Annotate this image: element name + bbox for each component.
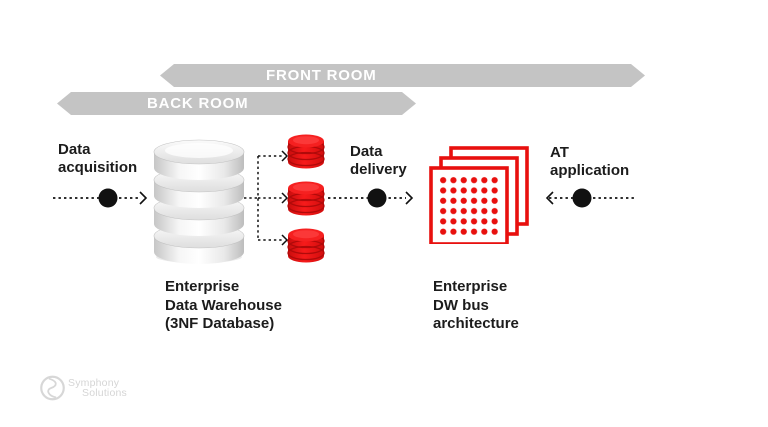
dw-bus-grid-icon bbox=[429, 146, 529, 244]
data-delivery-arrow bbox=[328, 188, 414, 208]
symphony-solutions-logo-icon bbox=[40, 375, 65, 401]
data-mart-icon-top bbox=[287, 133, 325, 170]
edw-caption: Enterprise Data Warehouse (3NF Database) bbox=[165, 278, 282, 332]
data-acquisition-arrow bbox=[53, 188, 148, 208]
flow-node-dot bbox=[98, 188, 118, 208]
data-delivery-label: Data delivery bbox=[350, 143, 407, 178]
enterprise-dw-database-icon bbox=[153, 139, 245, 264]
data-acquisition-label: Data acquisition bbox=[58, 141, 138, 176]
distribution-connectors bbox=[244, 150, 289, 246]
logo-text-line2: Solutions bbox=[82, 387, 127, 399]
back-room-banner: BACK ROOM bbox=[57, 92, 416, 115]
flow-node-dot bbox=[367, 188, 387, 208]
dw-bus-caption: Enterprise DW bus architecture bbox=[433, 278, 519, 332]
back-room-label: BACK ROOM bbox=[147, 95, 249, 112]
front-room-banner: FRONT ROOM bbox=[160, 64, 645, 87]
flow-node-dot bbox=[572, 188, 592, 208]
at-application-label: AT application bbox=[550, 144, 630, 179]
data-mart-icon-middle bbox=[287, 180, 325, 217]
front-room-label: FRONT ROOM bbox=[266, 67, 377, 84]
data-mart-icon-bottom bbox=[287, 227, 325, 264]
logo-text-line1: Symphony bbox=[68, 377, 120, 389]
at-application-arrow bbox=[545, 188, 634, 208]
